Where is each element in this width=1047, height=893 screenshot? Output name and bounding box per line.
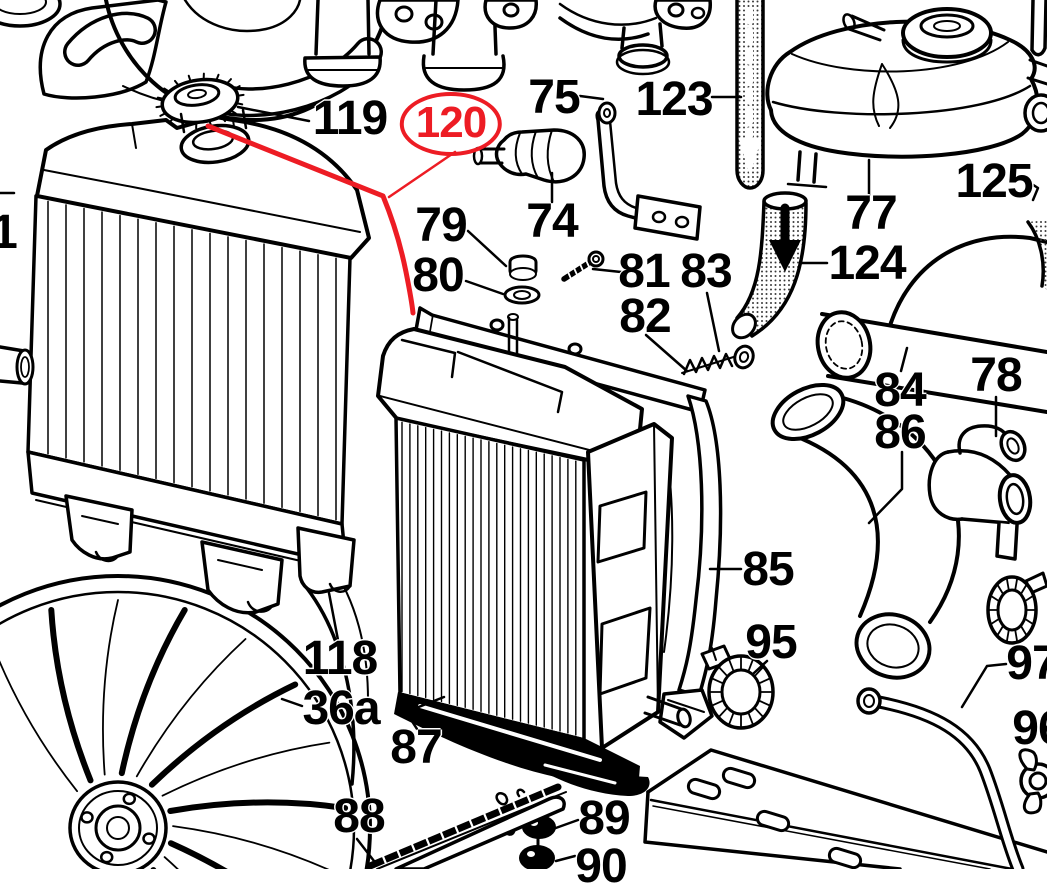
part-118-radiator-drawing [0, 117, 369, 613]
engine-outlets-drawing [0, 0, 710, 120]
part-77-expansion-tank-drawing [767, 9, 1047, 187]
fastener-81-drawing [564, 252, 603, 281]
part-123-hose-drawing [737, 0, 763, 188]
fastener-79-80-drawing [505, 256, 539, 303]
fan-blades [0, 600, 345, 869]
part-86-hose-drawing [764, 374, 959, 687]
diagram-art [0, 0, 1047, 869]
misc-right-edge-drawing [1025, 0, 1047, 290]
pointer-arrow-icon [1024, 179, 1038, 200]
hose-clamp-2-drawing [988, 573, 1047, 643]
part-36a-fan-drawing [0, 576, 370, 869]
part-96-wing-nut-drawing [1020, 750, 1047, 813]
part-84-pipe-drawing [812, 307, 1047, 412]
part-124-elbow-drawing [728, 193, 806, 342]
part-86-hose-upper-arc-drawing [888, 237, 1047, 332]
part-label-120[interactable]: 120 [400, 92, 502, 156]
part-75-bracket-drawing [597, 103, 700, 239]
